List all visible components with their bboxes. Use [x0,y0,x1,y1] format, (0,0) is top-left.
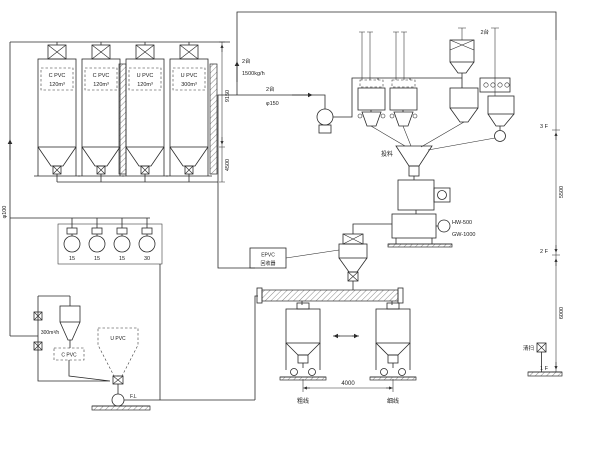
feed-rate-label: 1500kg/h [242,71,265,77]
screw-conveyor [217,182,404,305]
day-bins [316,31,462,147]
small-cyclone [59,305,81,323]
line-left-label: 粗线 [297,397,309,405]
additive-feeder: 2台 [427,27,515,151]
silo-2-capacity: 120m³ [93,82,109,88]
feed-funnel [395,145,433,167]
blower-flow-label: 300m³/h [41,330,60,336]
qty-label-c: 2台 [480,28,489,36]
dim-bin-spacing: 4000 [341,381,355,387]
silo-1: C PVC 120m³ [34,42,80,182]
hot-mixer-model: HW-500 [452,220,472,226]
day-bin-2 [389,87,418,111]
blower-2-rating: 15 [94,256,100,262]
silo-4: U PVC 300m³ [166,42,212,182]
blower-1-rating: 15 [69,256,75,262]
silo-3-capacity: 120m³ [137,82,153,88]
silo-2-name: C PVC [93,73,110,79]
silo-dimension: 9150 4500 [219,41,231,183]
weigh-hopper-1 [361,110,382,127]
cleanout-label: 清扫 [523,344,534,352]
silo-3: U PVC 120m³ [122,42,168,182]
hot-mixer [397,179,435,211]
silo-ladder-2 [209,63,218,175]
qty-label-b: 2台 [266,85,275,93]
floor-1-label: 1 F [540,366,549,372]
mixer-unit: 投料 HW-500 GW-1000 [381,145,475,248]
cleanout-point: 清扫 [523,342,563,377]
floor-2-label: 2 F [540,249,549,255]
top-piping: 2台 1500kg/h 2台 φ150 φ100 [2,11,557,336]
day-bin-1 [357,87,386,111]
silo-3-name: U PVC [137,73,154,79]
floor-3-label: 3 F [540,124,549,130]
line-right-label: 细线 [387,397,399,405]
upvc-hopper-label: U PVC [110,336,126,342]
cpvc-hopper-label: C PVC [61,353,77,359]
elevation-column: 5500 6000 3 F 2 F 1 F [540,40,565,373]
pipe-diameter-label: φ150 [266,101,279,107]
silo-2: C PVC 120m³ [78,42,124,182]
qty-label-a: 2台 [242,57,251,65]
floor-bin-right [369,302,417,381]
dim-silo-upper: 9150 [225,90,231,102]
cooling-mixer [391,213,437,239]
blower-3-rating: 15 [119,256,125,262]
recycle-label-line2: 回收器 [260,260,275,267]
dim-right-upper: 5500 [559,186,565,198]
silo-ladder-1 [118,63,127,175]
receiver-hopper [449,87,479,109]
recycle-label-box: EPVC 回收器 [249,247,340,269]
bin-spacing-dimension: 4000 [302,379,394,392]
floor-level-label: F.L [130,394,137,400]
dim-right-lower: 6000 [559,307,565,319]
floor-bin-left [279,302,327,381]
vent-pipes [359,31,407,80]
feed-funnel-label: 投料 [381,150,393,158]
silo-4-capacity: 300m³ [181,82,197,88]
mixer-discharge-collector [338,223,392,290]
silo-4-name: U PVC [181,73,198,79]
recycle-blower [111,393,125,407]
bag-dump-station: 300m³/h C PVC U PVC F.L [10,295,258,411]
blower-4-rating: 30 [144,256,150,262]
silo-1-name: C PVC [49,73,66,79]
dust-collector [420,27,479,148]
weigh-hopper-2 [393,110,414,127]
cooling-mixer-model: GW-1000 [452,232,475,238]
transfer-blower [316,108,334,126]
left-riser-dia-label: φ100 [2,206,8,219]
dim-silo-lower: 4500 [225,159,231,171]
silo-1-capacity: 120m³ [49,82,65,88]
recycle-label-line1: EPVC [261,253,275,259]
blower-station: 15 15 15 30 [10,217,163,400]
